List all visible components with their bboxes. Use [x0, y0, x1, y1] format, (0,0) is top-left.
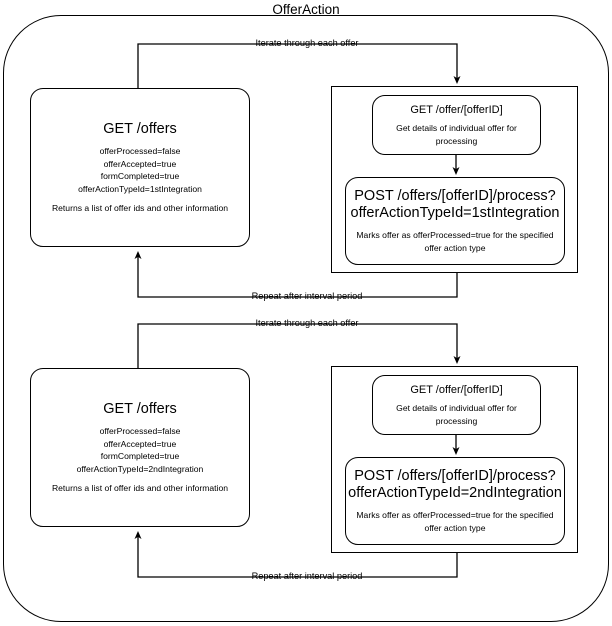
section-1-step-1-description: Get details of individual offer for proc… [396, 122, 517, 146]
section-2-source-description: Returns a list of offer ids and other in… [51, 483, 229, 494]
section-2-source-prop-2: formCompleted=true [100, 451, 180, 462]
section-1-source-prop-0: offerProcessed=false [99, 146, 181, 157]
section-2-source-node[interactable]: GET /offers offerProcessed=false offerAc… [30, 368, 250, 527]
section-1-step-1-title: GET /offer/[offerID] [410, 103, 503, 116]
section-1-source-node[interactable]: GET /offers offerProcessed=false offerAc… [30, 88, 250, 247]
section-1-forward-edge-label: Iterate through each offer [205, 38, 409, 49]
section-2-step-2-title-line2: offerActionTypeId=2ndIntegration [348, 484, 562, 501]
section-1-step-2-description: Marks offer as offerProcessed=true for t… [356, 229, 554, 253]
section-2-source-prop-3: offerActionTypeId=2ndIntegration [76, 463, 204, 474]
section-2-return-edge-label: Repeat after interval period [205, 571, 409, 582]
section-1-source-title: GET /offers [103, 121, 177, 138]
section-1-source-prop-1: offerAccepted=true [103, 158, 177, 169]
section-1-return-edge-label: Repeat after interval period [205, 291, 409, 302]
section-2-step-1-title: GET /offer/[offerID] [410, 383, 503, 396]
section-2-step-1-node[interactable]: GET /offer/[offerID] Get details of indi… [372, 375, 541, 435]
outer-container-offeraction [3, 15, 609, 622]
section-2-step-1-description: Get details of individual offer for proc… [396, 402, 517, 426]
section-1-step-2-title-line2: offerActionTypeId=1stIntegration [350, 204, 560, 221]
section-2-source-prop-1: offerAccepted=true [103, 438, 177, 449]
section-1-step-2-title-line1: POST /offers/[offerID]/process? [354, 187, 556, 204]
section-1-source-prop-3: offerActionTypeId=1stIntegration [78, 183, 202, 194]
section-1-source-prop-2: formCompleted=true [100, 171, 180, 182]
section-2-step-2-title-line1: POST /offers/[offerID]/process? [354, 467, 556, 484]
section-2-source-title: GET /offers [103, 401, 177, 418]
section-1-step-2-node[interactable]: POST /offers/[offerID]/process? offerAct… [345, 177, 565, 265]
section-2-forward-edge-label: Iterate through each offer [205, 318, 409, 329]
section-1-source-description: Returns a list of offer ids and other in… [51, 203, 229, 214]
section-2-step-2-description: Marks offer as offerProcessed=true for t… [356, 509, 554, 533]
section-1-step-1-node[interactable]: GET /offer/[offerID] Get details of indi… [372, 95, 541, 155]
diagram-title: OfferAction [272, 2, 340, 17]
section-2-source-prop-0: offerProcessed=false [99, 426, 181, 437]
section-2-step-2-node[interactable]: POST /offers/[offerID]/process? offerAct… [345, 457, 565, 545]
